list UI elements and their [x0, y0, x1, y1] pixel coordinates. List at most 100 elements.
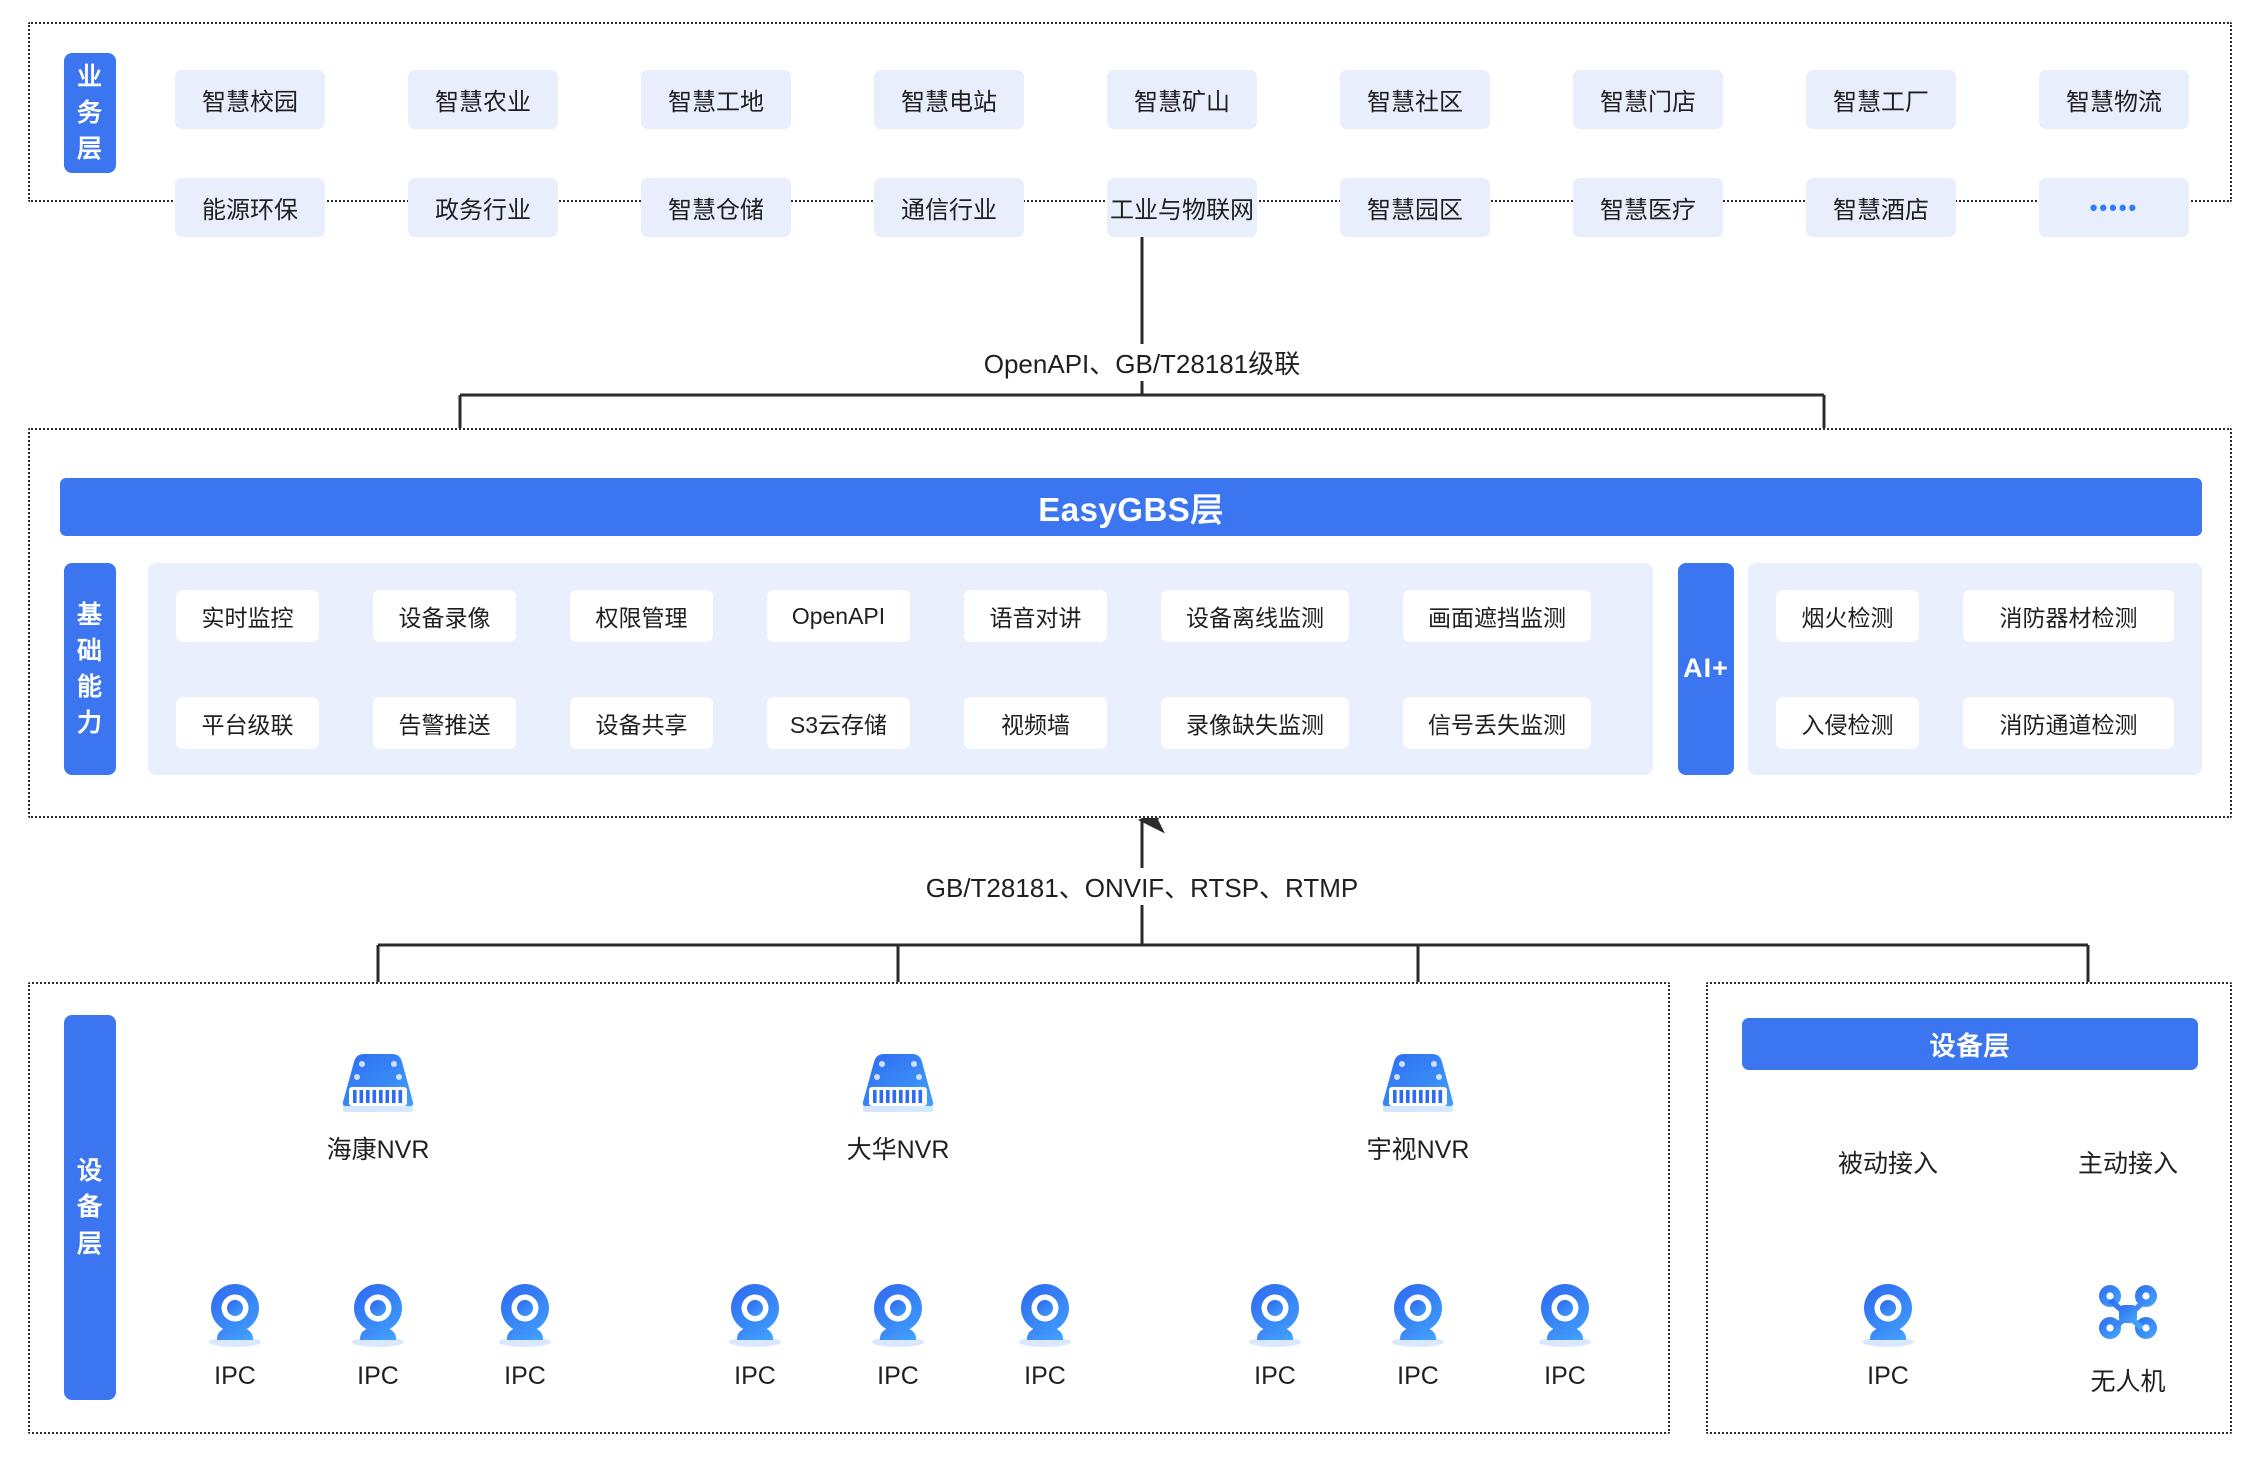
camera-node[interactable]: IPC [995, 1278, 1095, 1391]
capability-chip[interactable]: 信号丢失监测 [1403, 697, 1591, 749]
device-layer-right-title: 设备层 [1929, 1030, 2011, 1061]
ai-capability-chip[interactable]: 消防器材检测 [1963, 590, 2174, 642]
business-chip[interactable]: 能源环保 [175, 178, 325, 237]
capability-chip[interactable]: 设备共享 [570, 697, 713, 749]
capability-chip-label: 信号丢失监测 [1428, 712, 1566, 738]
nvr-node[interactable]: 宇视NVR [1353, 1040, 1483, 1166]
camera-icon [862, 1278, 934, 1355]
business-chip-label: ••••• [2089, 194, 2139, 220]
capability-chip-label: OpenAPI [791, 602, 886, 629]
camera-node[interactable]: IPC [705, 1278, 805, 1391]
camera-icon [489, 1278, 561, 1355]
easygbs-title-bar: EasyGBS层 [60, 478, 2202, 536]
camera-label: IPC [1254, 1362, 1296, 1390]
camera-node[interactable]: IPC [1515, 1278, 1615, 1391]
camera-icon [1239, 1278, 1311, 1355]
business-chip-label: 智慧物流 [2066, 89, 2162, 116]
business-chip[interactable]: 工业与物联网 [1107, 178, 1257, 237]
camera-node[interactable]: IPC [185, 1278, 285, 1391]
camera-icon [342, 1278, 414, 1355]
camera-label: IPC [734, 1362, 776, 1390]
nvr-icon [332, 1040, 424, 1123]
camera-label: IPC [877, 1362, 919, 1390]
capability-chip[interactable]: OpenAPI [767, 590, 910, 642]
business-chip[interactable]: 智慧医疗 [1573, 178, 1723, 237]
business-chip[interactable]: 智慧门店 [1573, 70, 1723, 129]
nvr-node[interactable]: 海康NVR [313, 1040, 443, 1166]
access-mode-label: 主动接入 [2053, 1144, 2203, 1180]
business-chip[interactable]: 通信行业 [874, 178, 1024, 237]
business-chip[interactable]: 智慧矿山 [1107, 70, 1257, 129]
business-chip[interactable]: 智慧工地 [641, 70, 791, 129]
camera-icon [1529, 1278, 1601, 1355]
business-chip-label: 智慧工厂 [1833, 89, 1929, 116]
camera-node[interactable]: IPC [1838, 1278, 1938, 1391]
connector-bottom-label: GB/T28181、ONVIF、RTSP、RTMP [872, 868, 1412, 905]
capability-chip-label: 设备录像 [398, 605, 491, 631]
capability-chip[interactable]: 告警推送 [373, 697, 516, 749]
camera-node[interactable]: IPC [1368, 1278, 1468, 1391]
business-chip-label: 智慧医疗 [1600, 197, 1696, 224]
camera-label: IPC [1867, 1362, 1909, 1390]
ai-capability-chip[interactable]: 烟火检测 [1776, 590, 1919, 642]
capability-chip[interactable]: 录像缺失监测 [1161, 697, 1349, 749]
business-chip-label: 智慧工地 [668, 89, 764, 116]
basic-capability-label-char-1: 础 [76, 636, 103, 665]
capability-chip-label: 设备共享 [595, 712, 688, 738]
device-layer-label: 设 备 层 [64, 1015, 116, 1400]
capability-chip[interactable]: 权限管理 [570, 590, 713, 642]
ai-capability-chip-label: 入侵检测 [1801, 712, 1894, 738]
camera-icon [719, 1278, 791, 1355]
business-chip[interactable]: 智慧物流 [2039, 70, 2189, 129]
business-chip-label: 智慧园区 [1367, 197, 1463, 224]
capability-chip[interactable]: 实时监控 [176, 590, 319, 642]
camera-icon [1009, 1278, 1081, 1355]
basic-capability-label-char-0: 基 [76, 600, 103, 629]
business-chip[interactable]: 智慧工厂 [1806, 70, 1956, 129]
nvr-icon [852, 1040, 944, 1123]
business-chip[interactable]: 智慧园区 [1340, 178, 1490, 237]
nvr-node[interactable]: 大华NVR [833, 1040, 963, 1166]
camera-node[interactable]: IPC [475, 1278, 575, 1391]
capability-chip[interactable]: 视频墙 [964, 697, 1107, 749]
drone-node[interactable]: 无人机 [2078, 1278, 2178, 1398]
capability-chip[interactable]: S3云存储 [767, 697, 910, 749]
business-chip[interactable]: 智慧电站 [874, 70, 1024, 129]
capability-chip-label: 告警推送 [398, 712, 491, 738]
business-chip[interactable]: 智慧社区 [1340, 70, 1490, 129]
capability-chip-label: 平台级联 [201, 712, 294, 738]
nvr-label: 宇视NVR [1366, 1136, 1470, 1164]
ai-capability-chip-label: 消防器材检测 [1999, 605, 2138, 631]
business-chip[interactable]: 政务行业 [408, 178, 558, 237]
drone-label: 无人机 [2090, 1368, 2166, 1396]
ai-capability-chip-label: 消防通道检测 [1999, 712, 2138, 738]
ai-capability-chip[interactable]: 消防通道检测 [1963, 697, 2174, 749]
business-chip-label: 工业与物联网 [1110, 197, 1254, 224]
capability-chip-label: 设备离线监测 [1186, 605, 1324, 631]
capability-chip[interactable]: 设备录像 [373, 590, 516, 642]
business-chip[interactable]: 智慧农业 [408, 70, 558, 129]
camera-node[interactable]: IPC [848, 1278, 948, 1391]
capability-chip[interactable]: 语音对讲 [964, 590, 1107, 642]
capability-chip[interactable]: 画面遮挡监测 [1403, 590, 1591, 642]
camera-label: IPC [214, 1362, 256, 1390]
business-chip[interactable]: 智慧仓储 [641, 178, 791, 237]
capability-chip-label: 录像缺失监测 [1186, 712, 1324, 738]
capability-chip-label: 实时监控 [201, 605, 294, 631]
easygbs-title: EasyGBS层 [1038, 491, 1224, 528]
camera-node[interactable]: IPC [1225, 1278, 1325, 1391]
business-chip-more[interactable]: ••••• [2039, 178, 2189, 237]
capability-chip-label: 权限管理 [595, 605, 688, 631]
capability-chip-label: 视频墙 [1001, 712, 1070, 738]
device-layer-panel [28, 982, 1670, 1434]
capability-chip[interactable]: 设备离线监测 [1161, 590, 1349, 642]
camera-node[interactable]: IPC [328, 1278, 428, 1391]
business-layer-label-char-2: 层 [76, 135, 103, 164]
business-chip[interactable]: 智慧酒店 [1806, 178, 1956, 237]
ai-capability-chip[interactable]: 入侵检测 [1776, 697, 1919, 749]
capability-chip[interactable]: 平台级联 [176, 697, 319, 749]
capability-chip-label: 画面遮挡监测 [1428, 605, 1566, 631]
business-chip[interactable]: 智慧校园 [175, 70, 325, 129]
business-chip-label: 政务行业 [435, 197, 531, 224]
camera-icon [1382, 1278, 1454, 1355]
